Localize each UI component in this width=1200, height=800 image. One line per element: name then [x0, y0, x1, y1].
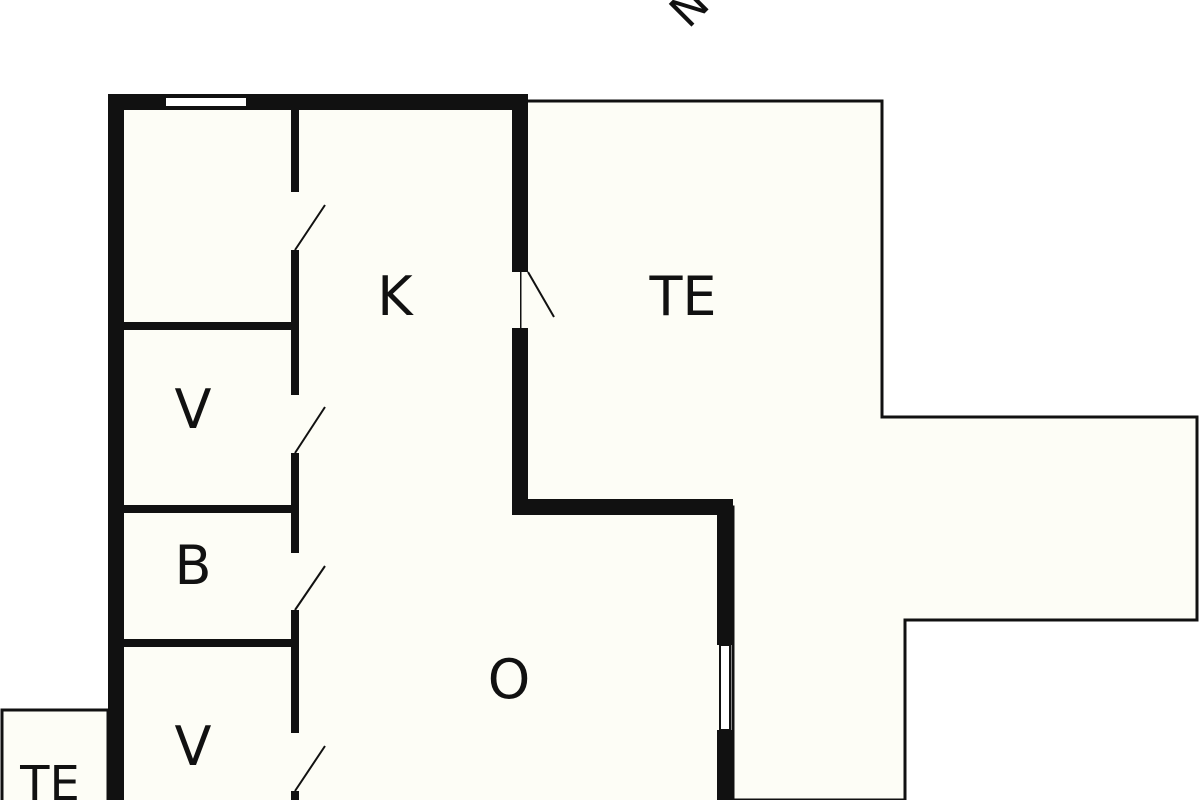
window-right: [719, 644, 731, 731]
door-swing-1: [294, 204, 326, 251]
door-swing-2: [294, 406, 326, 454]
window-top: [164, 96, 248, 108]
door-swing-3: [294, 565, 326, 611]
room-label-terrace-west: TE: [19, 756, 80, 800]
room-label-bedroom-upper: V: [175, 378, 212, 441]
room-label-bathroom: B: [174, 534, 211, 597]
room-label-terrace-east: TE: [648, 265, 716, 328]
room-label-living-room: O: [488, 648, 531, 711]
room-label-kitchen: K: [377, 265, 414, 328]
door-swing-terrace: [527, 271, 555, 318]
door-swing-4: [294, 745, 326, 792]
room-label-bedroom-lower: V: [175, 715, 212, 778]
interior-floor: [116, 102, 725, 800]
north-arrow-icon: N: [660, 0, 719, 37]
